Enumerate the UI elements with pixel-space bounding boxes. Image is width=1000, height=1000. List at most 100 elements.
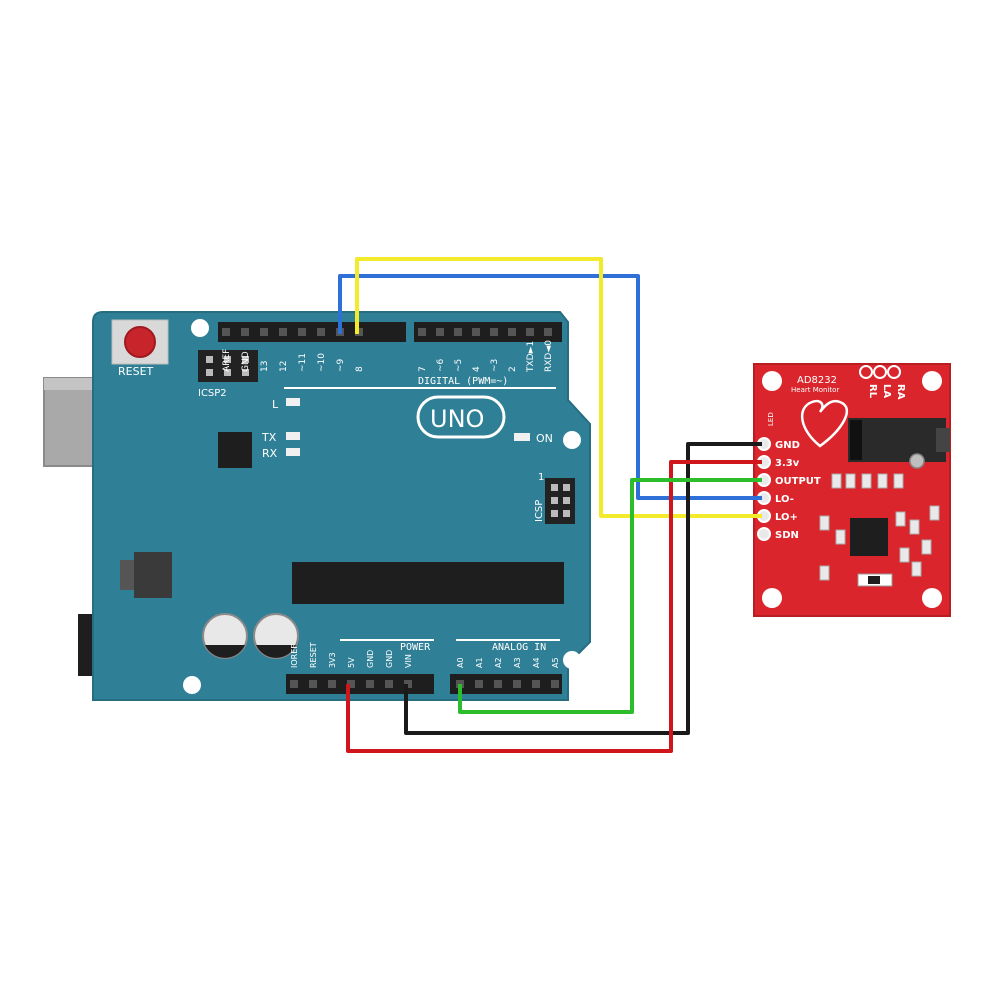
analog-socket [513,680,521,688]
power-pin-label: 3V3 [328,652,337,668]
mount-hole [191,319,209,337]
mount-hole [762,588,782,608]
digital-pin-label: RXD◄0 [544,340,554,372]
uno-logo: UNO [416,395,506,439]
analog-pin-label: A1 [475,657,484,668]
sensor-led [857,573,893,587]
analog-pin-label: A4 [532,657,541,668]
icsp2-label: ICSP2 [198,388,227,399]
digital-socket [490,328,498,336]
digital-pin-label: TXD►1 [526,341,536,373]
mount-hole [922,371,942,391]
digital-pin-label: ~10 [317,353,327,372]
power-pin-label: GND [366,650,375,668]
digital-pin-label: 2 [508,366,518,372]
digital-socket [436,328,444,336]
digital-pin-label: ~6 [436,358,446,372]
digital-header-label: DIGITAL (PWM=~) [418,376,508,387]
voltage-regulator [120,552,172,598]
sensor-led-label: LED [767,412,775,426]
analog-header [450,674,562,694]
sensor-pin-label: GND [775,440,800,451]
digital-socket [260,328,268,336]
digital-socket [526,328,534,336]
sensor-subtitle: Heart Monitor [791,386,839,394]
digital-pin-label: 13 [260,361,270,372]
capacitor [202,613,248,659]
analog-socket [551,680,559,688]
mount-hole [762,371,782,391]
usb-chip [218,432,252,468]
power-pin-label: IOREF [290,644,299,668]
mount-hole [563,651,581,669]
ad8232-chip [850,518,888,556]
sensor-pin-label: OUTPUT [775,476,821,487]
power-pin-label: VIN [404,654,413,668]
led-l-label: L [272,398,279,411]
sensor-pin-pads [757,437,771,541]
analog-pin-label: A2 [494,657,503,668]
digital-socket [508,328,516,336]
sensor-pin-label: 3.3v [775,458,800,469]
digital-socket [418,328,426,336]
icsp2-header [198,350,258,382]
power-socket [347,680,355,688]
power-pin-label: GND [385,650,394,668]
icsp-header [545,478,575,524]
reset-button[interactable] [111,319,169,365]
analog-pin-label: A0 [456,657,465,668]
digital-pin-label: ~5 [454,359,464,372]
led-rx [286,448,300,456]
analog-socket [475,680,483,688]
power-header-label: POWER [400,642,431,653]
digital-header-right [414,322,562,342]
mount-hole [563,431,581,449]
power-pin-labels: IOREF RESET 3V3 5V GND GND VIN [290,642,413,668]
led-on [514,433,530,441]
power-socket [385,680,393,688]
analog-pin-label: A5 [551,657,560,668]
digital-socket [279,328,287,336]
electrode-pads [859,365,901,379]
digital-socket [454,328,462,336]
digital-pin-label: 4 [472,366,482,372]
wire-output [458,478,762,714]
sensor-body [753,363,951,617]
digital-socket [222,328,230,336]
icsp-pin1-label: 1 [538,472,544,483]
heart-icon [800,399,849,448]
analog-pin-label: A3 [513,657,522,668]
wire-gnd [404,442,762,735]
digital-pin-label: ~3 [490,359,500,372]
analog-pin-labels: A0 A1 A2 A3 A4 A5 [456,657,560,668]
digital-socket [241,328,249,336]
power-header [286,674,434,694]
digital-pin-label: ~9 [336,358,346,372]
electrode-label: RA [895,384,906,400]
led-rx-label: RX [262,447,278,460]
svg-text:UNO: UNO [430,405,484,433]
audio-jack [848,418,950,469]
digital-socket [298,328,306,336]
atmega-chip [292,562,564,604]
power-socket [290,680,298,688]
power-socket [309,680,317,688]
wire-3v3 [346,460,762,753]
icsp-label: ICSP [534,500,545,522]
sensor-components [819,473,940,581]
analog-header-label: ANALOG IN [492,642,546,653]
led-tx-label: TX [261,431,277,444]
digital-socket [544,328,552,336]
power-pin-label: 5V [347,657,356,668]
wires [338,257,762,753]
led-on-label: ON [536,432,553,445]
sensor-chip-name: AD8232 [797,375,837,386]
power-socket [366,680,374,688]
digital-socket [472,328,480,336]
power-pin-label: RESET [309,642,318,668]
led-tx [286,432,300,440]
